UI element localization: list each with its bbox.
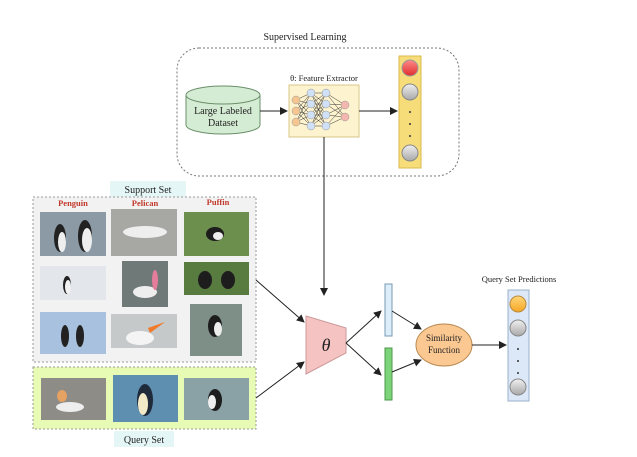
output-node-red (401, 59, 419, 77)
class-label-penguin: Penguin (58, 198, 88, 208)
class-label-pelican: Pelican (132, 198, 159, 208)
nn-node (291, 106, 301, 116)
nn-node (291, 117, 301, 127)
nn-edge (325, 92, 346, 118)
similarity-label-line2: Function (428, 345, 461, 355)
query-set-title-bg (114, 431, 174, 447)
support-feature-vector (384, 283, 393, 337)
nn-node (340, 112, 350, 122)
arrow-query-to-similarity (391, 358, 422, 373)
query-set-group: Query Set (32, 366, 257, 447)
ellipsis-dot (409, 135, 411, 137)
query-image-pelican (41, 378, 106, 420)
nn-node (306, 110, 316, 120)
nn-node (306, 88, 316, 98)
nn-edge (295, 92, 312, 123)
nn-node (321, 88, 331, 98)
penguin-image-3 (40, 312, 106, 354)
nn-node (321, 110, 331, 120)
prediction-node-gray (509, 378, 527, 396)
arrow-theta-to-support-feature (345, 310, 382, 344)
prediction-node-gray (509, 319, 527, 337)
supervised-learning-title: Supervised Learning (263, 32, 346, 43)
nn-edge (310, 103, 327, 127)
nn-node (321, 121, 331, 131)
nn-edge (310, 92, 327, 116)
penguin-image-2 (40, 266, 106, 300)
dataset-cylinder-icon (185, 85, 261, 135)
ellipsis-dot (409, 123, 411, 125)
query-feature-vector (384, 347, 393, 401)
dataset-label-line2: Dataset (208, 118, 238, 129)
nn-edge (325, 104, 346, 127)
query-predictions-title: Query Set Predictions (482, 274, 557, 284)
query-set-title: Query Set (124, 435, 164, 446)
nn-node (291, 95, 301, 105)
ellipsis-dot (517, 372, 519, 374)
nn-edge (310, 92, 327, 127)
prediction-node-orange (509, 295, 527, 313)
class-label-puffin: Puffin (207, 197, 230, 207)
arrow-theta-to-query-feature (345, 342, 382, 376)
nn-node (321, 99, 331, 109)
pelican-image-2 (122, 261, 168, 307)
ellipsis-dot (517, 348, 519, 350)
nn-node (306, 121, 316, 131)
output-node-gray (401, 144, 419, 162)
penguin-image-1 (40, 212, 106, 256)
similarity-label-line1: Similarity (426, 333, 463, 343)
nn-node (306, 99, 316, 109)
predictions-column (507, 289, 530, 402)
nn-node (340, 100, 350, 110)
theta-symbol: θ (322, 335, 331, 355)
arrow-support-to-similarity (391, 310, 422, 330)
output-node-gray (401, 83, 419, 101)
feature-extractor-label: θ: Feature Extractor (290, 73, 358, 83)
supervised-learning-box (176, 47, 460, 177)
puffin-image-2 (184, 262, 249, 295)
ellipsis-dot (409, 111, 411, 113)
theta-encoder-shape (305, 315, 347, 375)
arrow-query-to-theta (255, 361, 305, 399)
arrow-support-to-theta (255, 279, 305, 323)
support-set-title-bg (110, 181, 186, 197)
supervised-learning-group: Supervised Learning Large Labeled Datase… (176, 32, 460, 296)
dataset-label-line1: Large Labeled (194, 106, 252, 117)
neural-network-icon (291, 88, 350, 131)
support-set-group: Support Set Penguin Pelican Puffin (32, 181, 257, 363)
support-set-title: Support Set (125, 185, 172, 196)
ellipsis-dot (517, 360, 519, 362)
